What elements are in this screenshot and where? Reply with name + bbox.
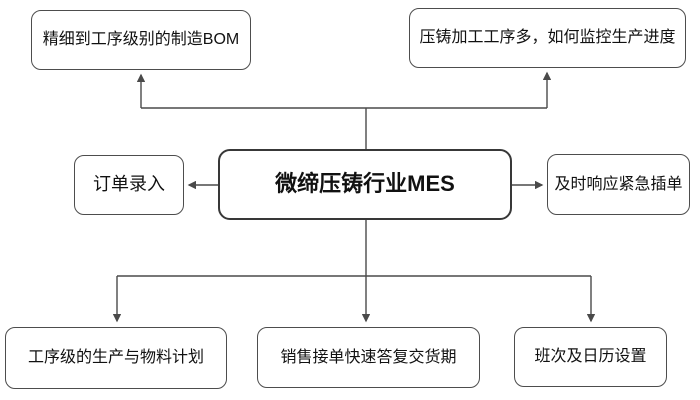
- node-label: 销售接单快速答复交货期: [280, 348, 457, 366]
- node-label: 订单录入: [93, 174, 165, 195]
- node-urgent-order-response: 及时响应紧急插单: [547, 154, 690, 215]
- node-order-entry: 订单录入: [74, 155, 184, 215]
- node-process-monitoring: 压铸加工工序多，如何监控生产进度: [409, 8, 686, 68]
- node-label: 微缔压铸行业MES: [275, 171, 455, 197]
- node-label: 及时响应紧急插单: [554, 175, 683, 193]
- node-production-material-plan: 工序级的生产与物料计划: [5, 327, 227, 389]
- node-shift-calendar-setup: 班次及日历设置: [514, 327, 667, 387]
- node-delivery-date-reply: 销售接单快速答复交货期: [257, 327, 480, 388]
- node-label: 工序级的生产与物料计划: [27, 349, 204, 367]
- node-label: 班次及日历设置: [534, 348, 647, 366]
- node-label: 精细到工序级别的制造BOM: [42, 31, 240, 49]
- node-label: 压铸加工工序多，如何监控生产进度: [419, 29, 676, 47]
- node-manufacturing-bom: 精细到工序级别的制造BOM: [31, 10, 251, 70]
- node-center-mes: 微缔压铸行业MES: [218, 149, 512, 220]
